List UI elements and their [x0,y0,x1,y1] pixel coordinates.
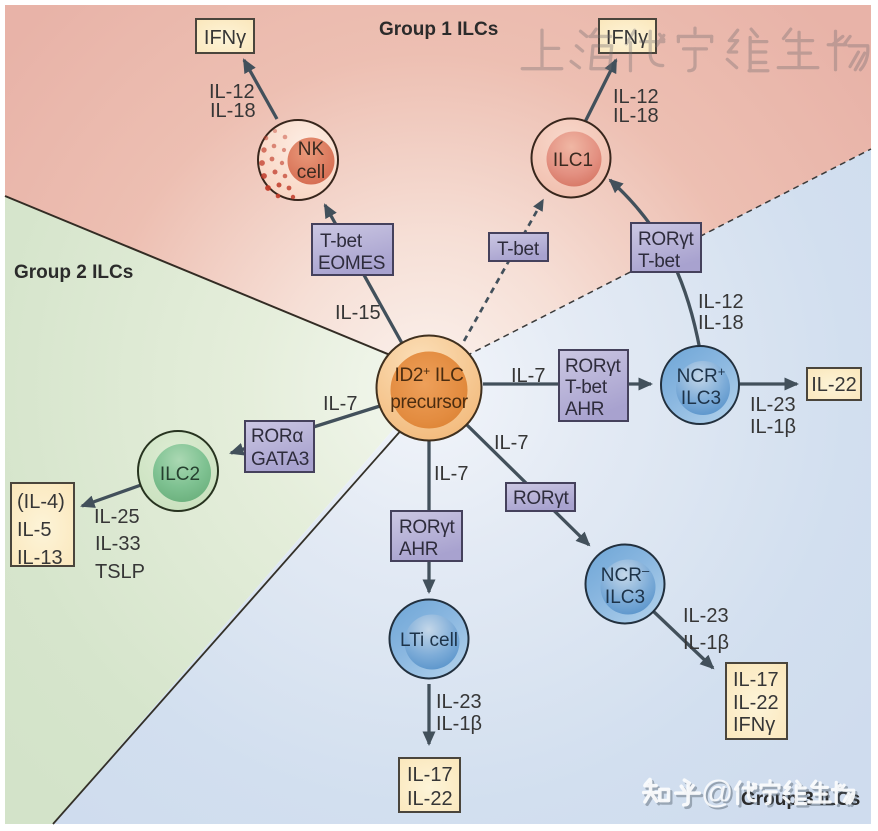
svg-text:@: @ [703,776,735,812]
svg-text:IL-17: IL-17 [733,669,779,691]
svg-text:T-bet: T-bet [638,251,681,272]
svg-text:RORα: RORα [251,426,303,447]
svg-text:Group 1 ILCs: Group 1 ILCs [379,19,498,40]
svg-text:IL-17: IL-17 [407,764,453,786]
svg-text:IL-22: IL-22 [811,374,857,396]
svg-text:IL-18: IL-18 [210,100,256,122]
svg-text:RORγt: RORγt [638,229,695,250]
svg-text:precursor: precursor [390,392,469,413]
svg-text:IFNγ: IFNγ [606,27,648,49]
svg-text:LTi cell: LTi cell [400,630,458,651]
svg-text:AHR: AHR [399,539,438,560]
svg-text:T-bet: T-bet [497,239,540,260]
svg-text:IL-12: IL-12 [209,81,255,103]
svg-text:IL-18: IL-18 [698,312,744,334]
svg-text:RORγt: RORγt [513,488,570,509]
svg-text:IL-12: IL-12 [613,86,659,108]
svg-text:ILC2: ILC2 [160,464,200,485]
svg-text:IL-12: IL-12 [698,291,744,313]
svg-text:IL-22: IL-22 [733,692,779,714]
svg-text:NCR+: NCR+ [677,364,726,387]
svg-text:(IL-4): (IL-4) [17,491,65,513]
svg-text:IL-13: IL-13 [17,547,63,569]
svg-text:AHR: AHR [565,399,604,420]
svg-text:IL-23: IL-23 [683,605,729,627]
svg-text:ILC3: ILC3 [605,587,645,608]
svg-text:IL-1β: IL-1β [683,632,729,654]
svg-text:ILC3: ILC3 [681,388,721,409]
svg-text:IL-7: IL-7 [494,432,528,454]
svg-text:IL-25: IL-25 [94,506,140,528]
svg-text:EOMES: EOMES [318,253,385,274]
svg-text:IL-7: IL-7 [434,463,468,485]
svg-text:IL-23: IL-23 [750,394,796,416]
svg-text:NK: NK [298,139,325,160]
svg-text:IL-22: IL-22 [407,788,453,810]
svg-text:IL-1β: IL-1β [750,416,796,438]
svg-text:@: @ [701,774,733,810]
svg-text:cell: cell [297,162,326,183]
svg-text:ILC1: ILC1 [553,150,593,171]
svg-text:T-bet: T-bet [320,231,363,252]
svg-text:T-bet: T-bet [565,377,608,398]
svg-text:IL-7: IL-7 [323,393,357,415]
svg-text:IL-23: IL-23 [436,691,482,713]
svg-text:IL-33: IL-33 [95,533,141,555]
svg-text:ID2+ ILC: ID2+ ILC [394,364,463,386]
svg-text:IL-7: IL-7 [511,365,545,387]
svg-text:NCR–: NCR– [601,563,650,586]
svg-text:IL-1β: IL-1β [436,713,482,735]
svg-text:RORγt: RORγt [565,356,622,377]
svg-text:RORγt: RORγt [399,517,456,538]
svg-text:Group 2 ILCs: Group 2 ILCs [14,262,133,283]
svg-text:IL-15: IL-15 [335,302,381,324]
svg-text:TSLP: TSLP [95,561,145,583]
svg-text:IL-5: IL-5 [17,519,51,541]
svg-text:GATA3: GATA3 [251,449,309,470]
svg-text:IL-18: IL-18 [613,105,659,127]
svg-text:IFNγ: IFNγ [204,27,246,49]
svg-text:IFNγ: IFNγ [733,714,775,736]
